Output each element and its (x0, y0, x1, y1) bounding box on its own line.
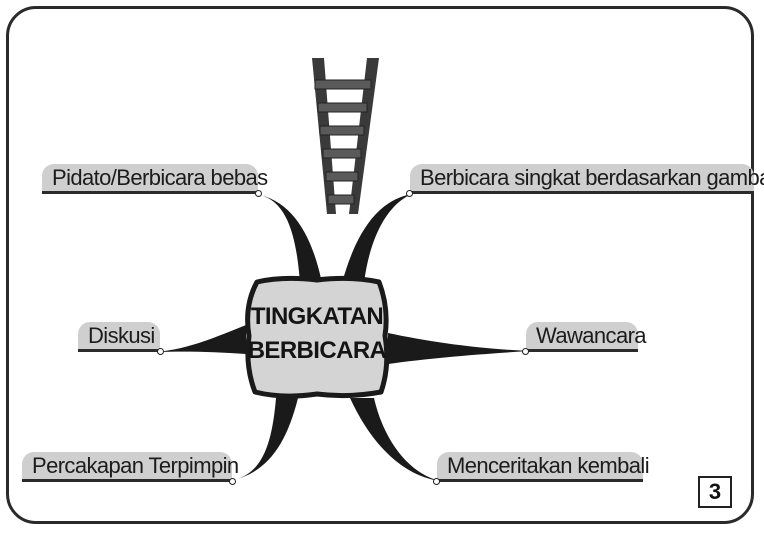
branch-label: Menceritakan kembali (447, 453, 649, 478)
connector-left (156, 325, 246, 354)
connector-node (406, 190, 413, 197)
branch-label: Diskusi (88, 323, 155, 348)
central-topic-label: TINGKATAN BERBICARA (243, 300, 391, 368)
connector-bottom-left (229, 398, 298, 481)
branch-berbicara-singkat: Berbicara singkat berdasarkan gambar (410, 164, 754, 194)
branch-label: Percakapan Terpimpin (32, 453, 239, 478)
connector-node (433, 478, 440, 485)
connector-right (388, 333, 530, 364)
connector-node (522, 348, 529, 355)
connector-bottom-right (350, 398, 440, 481)
branch-label: Wawancara (536, 323, 646, 348)
ladder-icon (312, 58, 379, 214)
central-label-line2: BERBICARA (243, 334, 391, 368)
branch-wawancara: Wawancara (526, 322, 638, 352)
branch-diskusi: Diskusi (78, 322, 160, 352)
branch-menceritakan: Menceritakan kembali (437, 452, 643, 482)
branch-percakapan: Percakapan Terpimpin (22, 452, 232, 482)
central-label-line1: TINGKATAN (243, 300, 391, 334)
branch-pidato: Pidato/Berbicara bebas (42, 164, 258, 194)
connector-node (255, 190, 262, 197)
branch-label: Berbicara singkat berdasarkan gambar (420, 165, 764, 190)
connector-node (229, 478, 236, 485)
connector-top-left (255, 194, 322, 283)
branch-label: Pidato/Berbicara bebas (52, 165, 268, 190)
page-number-badge: 3 (698, 476, 732, 508)
central-topic: TINGKATAN BERBICARA (243, 274, 391, 400)
connector-node (157, 348, 164, 355)
